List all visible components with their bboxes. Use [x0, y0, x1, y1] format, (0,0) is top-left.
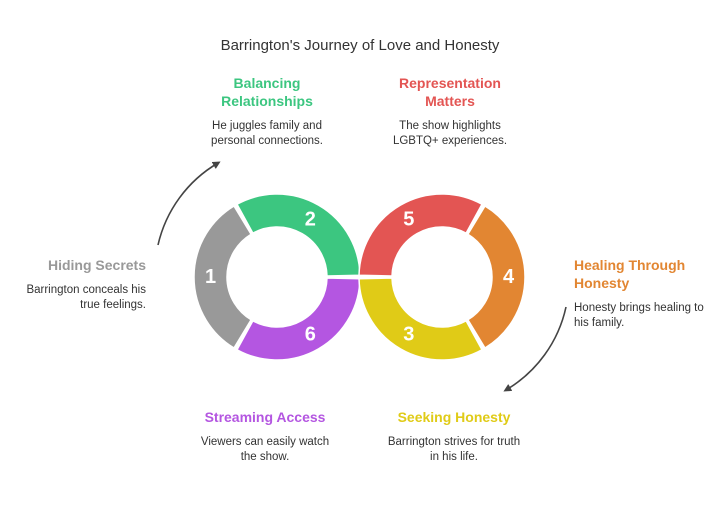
- number-5: 5: [403, 208, 414, 230]
- label-healing-through-honesty: Healing Through Honesty Honesty brings h…: [574, 256, 704, 331]
- segment-healing-through-honesty: [466, 204, 526, 350]
- number-6: 6: [305, 324, 316, 346]
- label-balancing-relationships: Balancing Relationships He juggles famil…: [194, 74, 340, 149]
- heading-healing-through-honesty: Healing Through Honesty: [574, 257, 686, 291]
- segment-balancing-relationships: [235, 193, 361, 277]
- segment-streaming-access: [235, 277, 361, 361]
- heading-representation-matters: Representation Matters: [399, 75, 501, 109]
- segment-representation-matters: [358, 193, 484, 277]
- desc-hiding-secrets: Barrington conceals his true feelings.: [26, 284, 146, 311]
- number-2: 2: [305, 208, 316, 230]
- label-streaming-access: Streaming Access Viewers can easily watc…: [190, 408, 340, 465]
- cycle-arrow-right: [503, 306, 567, 392]
- heading-streaming-access: Streaming Access: [204, 409, 326, 425]
- label-seeking-honesty: Seeking Honesty Barrington strives for t…: [376, 408, 532, 465]
- heading-seeking-honesty: Seeking Honesty: [397, 409, 511, 425]
- segment-seeking-honesty: [358, 277, 484, 361]
- number-1: 1: [205, 266, 216, 288]
- heading-hiding-secrets: Hiding Secrets: [47, 257, 146, 273]
- desc-balancing-relationships: He juggles family and personal connectio…: [211, 120, 323, 147]
- segment-hiding-secrets: [193, 204, 253, 350]
- desc-streaming-access: Viewers can easily watch the show.: [200, 436, 330, 463]
- number-4: 4: [503, 266, 515, 288]
- desc-healing-through-honesty: Honesty brings healing to his family.: [574, 302, 704, 329]
- desc-seeking-honesty: Barrington strives for truth in his life…: [387, 436, 521, 463]
- heading-balancing-relationships: Balancing Relationships: [221, 75, 313, 109]
- diagram-title: Barrington's Journey of Love and Honesty: [220, 37, 500, 54]
- desc-representation-matters: The show highlights LGBTQ+ experiences.: [392, 120, 508, 147]
- number-3: 3: [403, 324, 414, 346]
- label-hiding-secrets: Hiding Secrets Barrington conceals his t…: [10, 256, 146, 313]
- label-representation-matters: Representation Matters The show highligh…: [370, 74, 530, 149]
- cycle-arrow-left: [157, 161, 221, 246]
